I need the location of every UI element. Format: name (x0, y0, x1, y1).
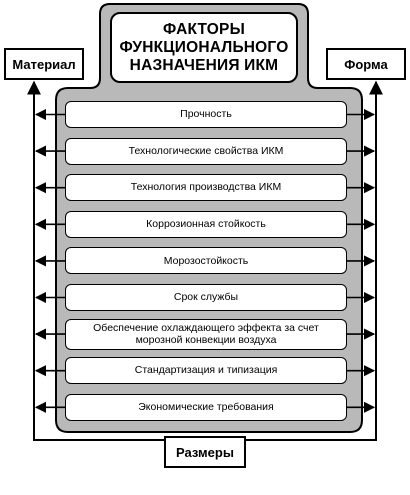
factor-box: Технологические свойства ИКМ (65, 137, 347, 165)
left-arrows (34, 108, 65, 413)
factor-box: Стандартизация и типизация (65, 357, 347, 385)
right-arrows (347, 108, 376, 413)
factor-box: Обеспечение охлаждающего эффекта за счет… (65, 318, 347, 350)
diagram-title: ФАКТОРЫ ФУНКЦИОНАЛЬНОГО НАЗНАЧЕНИЯ ИКМ (110, 12, 298, 83)
factor-box: Морозостойкость (65, 247, 347, 275)
factor-box: Срок службы (65, 284, 347, 311)
factor-box: Прочность (65, 101, 347, 128)
material-box: Материал (4, 48, 84, 80)
factor-box: Коррозионная стойкость (65, 210, 347, 238)
form-box: Форма (326, 48, 406, 80)
factor-box: Технология производства ИКМ (65, 174, 347, 202)
size-box: Размеры (164, 436, 246, 468)
factor-box: Экономические требования (65, 393, 347, 421)
